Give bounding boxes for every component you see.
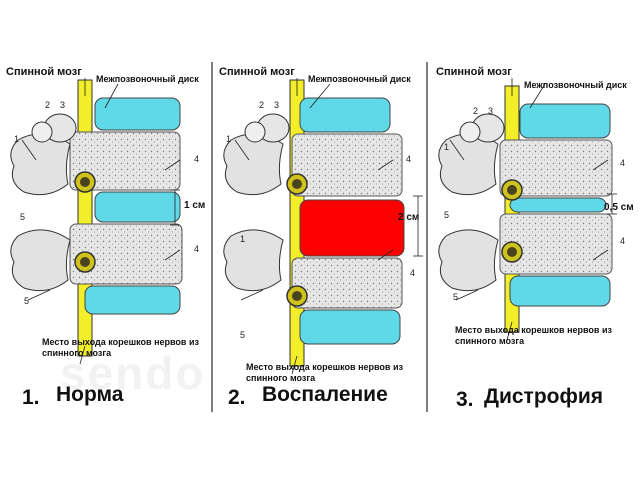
measurement-label: 1 см (184, 200, 206, 211)
spinous-process (223, 229, 284, 292)
part-number-4: 4 (406, 154, 412, 164)
part-number-4: 4 (410, 268, 416, 278)
pointer-line (309, 83, 331, 109)
part-number-3: 3 (274, 100, 280, 110)
caption-number: 2. (228, 386, 246, 409)
part-number-5: 5 (20, 212, 26, 222)
pointer-line (592, 159, 609, 171)
part-number-5: 5 (453, 292, 459, 302)
nerve-exit-label: Место выхода корешков нервов из спинного… (455, 325, 612, 346)
spinous-process (10, 133, 71, 196)
spinal-cord-label: Спинной мозг (219, 66, 295, 78)
nerve-root-core (507, 185, 517, 195)
spinal-cord-label: Спинной мозг (6, 66, 82, 78)
pointer-line (21, 139, 37, 161)
spine-panel-2 (223, 78, 423, 375)
caption-title: Дистрофия (484, 385, 604, 408)
vertebral-body (69, 131, 181, 191)
nerve-root-core (80, 177, 90, 187)
measurement-label: 2 см (398, 212, 420, 223)
part-number-4: 4 (194, 244, 200, 254)
part-number-1: 1 (226, 134, 232, 144)
pointer-line (506, 321, 513, 341)
pointer-line (164, 159, 181, 171)
intervertebral-disc (94, 97, 181, 131)
spinous-process (223, 133, 284, 196)
caption-title: Воспаление (262, 383, 388, 406)
vertebral-body (499, 213, 613, 275)
pointer-line (79, 345, 86, 365)
part-number-3: 3 (60, 100, 66, 110)
part-number-5: 5 (24, 296, 30, 306)
spine-panel-3 (438, 78, 617, 341)
pointer-line (291, 355, 298, 375)
spinal-cord-label: Спинной мозг (436, 66, 512, 78)
pointer-line (592, 249, 609, 261)
pointer-line (27, 289, 51, 301)
part-number-5: 5 (444, 210, 450, 220)
part-number-2: 2 (473, 106, 479, 116)
intervertebral-disc (94, 191, 181, 223)
part-number-1: 1 (14, 134, 20, 144)
nerve-exit-label: Место выхода корешков нервов из спинного… (42, 337, 199, 358)
nerve-root-core (507, 247, 517, 257)
intervertebral-disc (84, 285, 181, 315)
part-number-3: 3 (488, 106, 494, 116)
pointer-line (449, 139, 465, 161)
facet-joint (31, 121, 53, 143)
part-number-4: 4 (620, 236, 626, 246)
facet-joint (244, 121, 266, 143)
intervertebral-disc (299, 309, 401, 345)
vertebral-body (291, 133, 403, 197)
disc-label: Межпозвоночный диск (524, 80, 627, 90)
pointer-line (240, 289, 264, 301)
watermark: sendo (60, 347, 206, 399)
nerve-exit-label: Место выхода корешков нервов из спинного… (246, 362, 403, 383)
part-number-4: 4 (194, 154, 200, 164)
part-number-2: 2 (259, 100, 265, 110)
nerve-root-core (292, 291, 302, 301)
part-number-2: 2 (45, 100, 51, 110)
inflamed-disc (299, 199, 405, 257)
intervertebral-disc (509, 275, 611, 307)
vertebral-body (69, 223, 183, 285)
pointer-line (104, 83, 119, 109)
vertebral-body (499, 139, 613, 197)
spinal-cord (77, 79, 93, 357)
pointer-line (234, 139, 250, 161)
pointer-line (529, 83, 546, 109)
nerve-root-core (292, 179, 302, 189)
intervertebral-disc (509, 197, 607, 213)
facet-joint (459, 121, 481, 143)
part-number-4: 4 (620, 158, 626, 168)
pointer-line (164, 249, 181, 261)
caption-title: Норма (56, 383, 124, 406)
pointer-line (455, 289, 479, 301)
part-number-5: 5 (240, 330, 246, 340)
disc-label: Межпозвоночный диск (96, 74, 199, 84)
caption-number: 1. (22, 386, 40, 409)
pointer-line (377, 249, 394, 261)
spinous-process (10, 229, 71, 292)
caption-number: 3. (456, 388, 474, 411)
pointer-line (377, 159, 394, 171)
nerve-root-core (80, 257, 90, 267)
intervertebral-disc (299, 97, 391, 133)
spinous-process (438, 229, 499, 292)
part-number-1: 1 (444, 142, 450, 152)
spine-panel-1 (10, 78, 183, 365)
disc-label: Межпозвоночный диск (308, 74, 411, 84)
measurement-label: 0,5 см (604, 202, 634, 213)
intervertebral-disc (519, 103, 611, 139)
vertebral-body (291, 257, 403, 309)
part-number-1: 1 (240, 234, 246, 244)
